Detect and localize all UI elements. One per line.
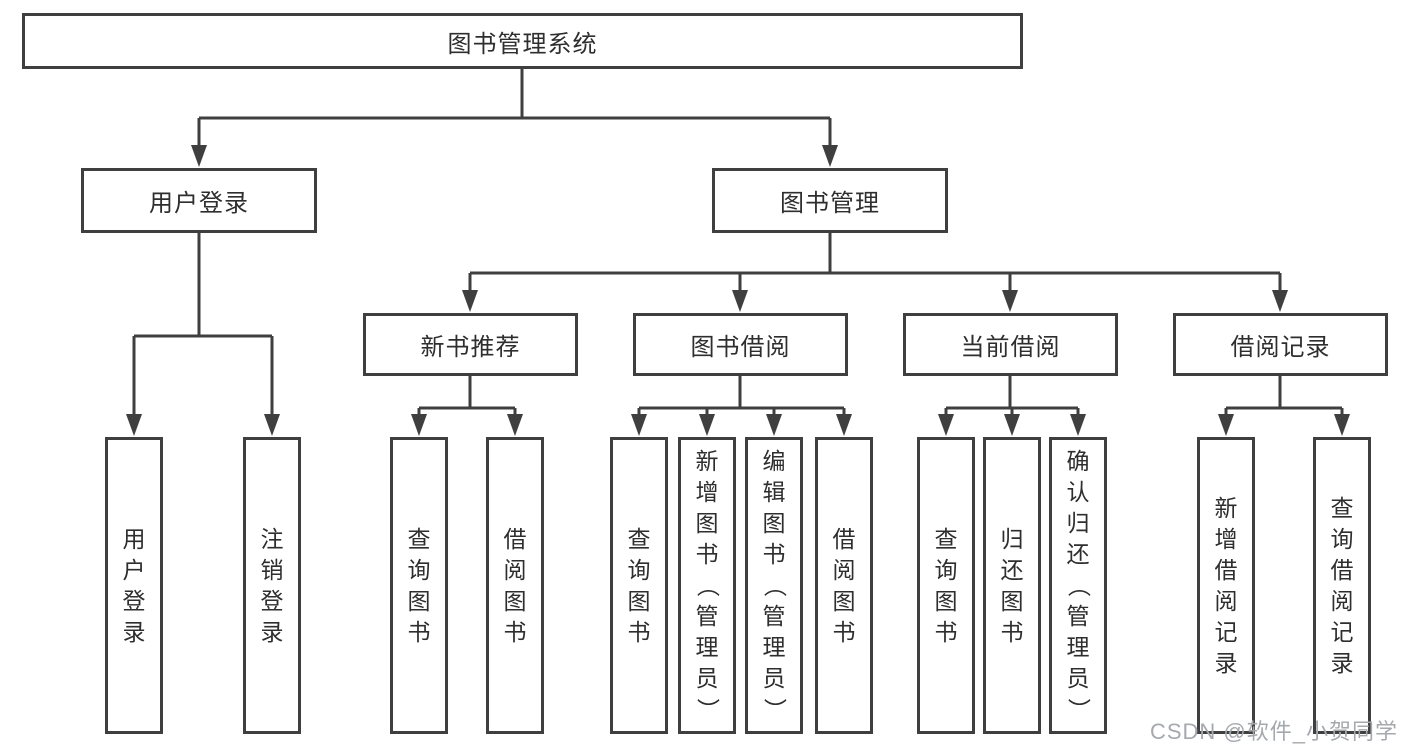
leaf-borrow-books-recommend-label: 借阅图书 [503,525,527,645]
node-borrowing-records-label: 借阅记录 [1230,334,1331,361]
leaf-query-borrow-record: 查询借阅记录 [1313,437,1371,734]
leaf-query-books-recommend-label: 查询图书 [407,525,431,645]
leaf-borrow-books-label: 借阅图书 [832,525,856,645]
leaf-add-book-admin: 新增图书（管理员） [678,437,736,734]
node-book-borrowing: 图书借阅 [633,313,848,376]
leaf-edit-book-admin-label: 编辑图书（管理员） [761,448,788,721]
node-user-login: 用户登录 [81,168,317,233]
csdn-watermark: CSDN @软件_小贺同学 [1149,719,1398,744]
node-current-borrowing-label: 当前借阅 [960,334,1061,361]
node-book-borrowing-label: 图书借阅 [690,334,791,361]
leaf-query-books-borrowing: 查询图书 [610,437,668,734]
leaf-logout: 注销登录 [243,437,301,734]
node-current-borrowing: 当前借阅 [903,313,1118,376]
node-borrowing-records: 借阅记录 [1173,313,1388,376]
node-library-system-label: 图书管理系统 [447,30,598,58]
leaf-borrow-books-recommend: 借阅图书 [486,437,544,734]
connector-stems [132,69,1344,416]
leaf-edit-book-admin: 编辑图书（管理员） [745,437,803,734]
node-book-management-label: 图书管理 [780,190,880,217]
node-user-login-label: 用户登录 [149,190,249,217]
leaf-return-books: 归还图书 [983,437,1041,734]
leaf-return-books-label: 归还图书 [1000,525,1024,645]
leaf-logout-label: 注销登录 [260,525,284,645]
leaf-query-books-current-label: 查询图书 [934,525,958,645]
node-book-management: 图书管理 [712,168,948,233]
leaf-confirm-return-admin-label: 确认归还（管理员） [1065,448,1092,721]
leaf-query-books-current: 查询图书 [917,437,975,734]
leaf-borrow-books: 借阅图书 [815,437,873,734]
node-library-system: 图书管理系统 [22,13,1023,69]
arrowheads [126,145,1350,436]
leaf-query-borrow-record-label: 查询借阅记录 [1330,494,1354,676]
leaf-query-books-borrowing-label: 查询图书 [627,525,651,645]
leaf-add-borrow-record-label: 新增借阅记录 [1214,494,1238,676]
leaf-user-login: 用户登录 [105,437,163,734]
node-new-book-recommend-label: 新书推荐 [420,334,521,361]
leaf-add-book-admin-label: 新增图书（管理员） [694,448,721,721]
node-new-book-recommend: 新书推荐 [363,313,578,376]
leaf-confirm-return-admin: 确认归还（管理员） [1049,437,1107,734]
leaf-user-login-label: 用户登录 [122,525,146,645]
leaf-add-borrow-record: 新增借阅记录 [1197,437,1255,734]
leaf-query-books-recommend: 查询图书 [390,437,448,734]
